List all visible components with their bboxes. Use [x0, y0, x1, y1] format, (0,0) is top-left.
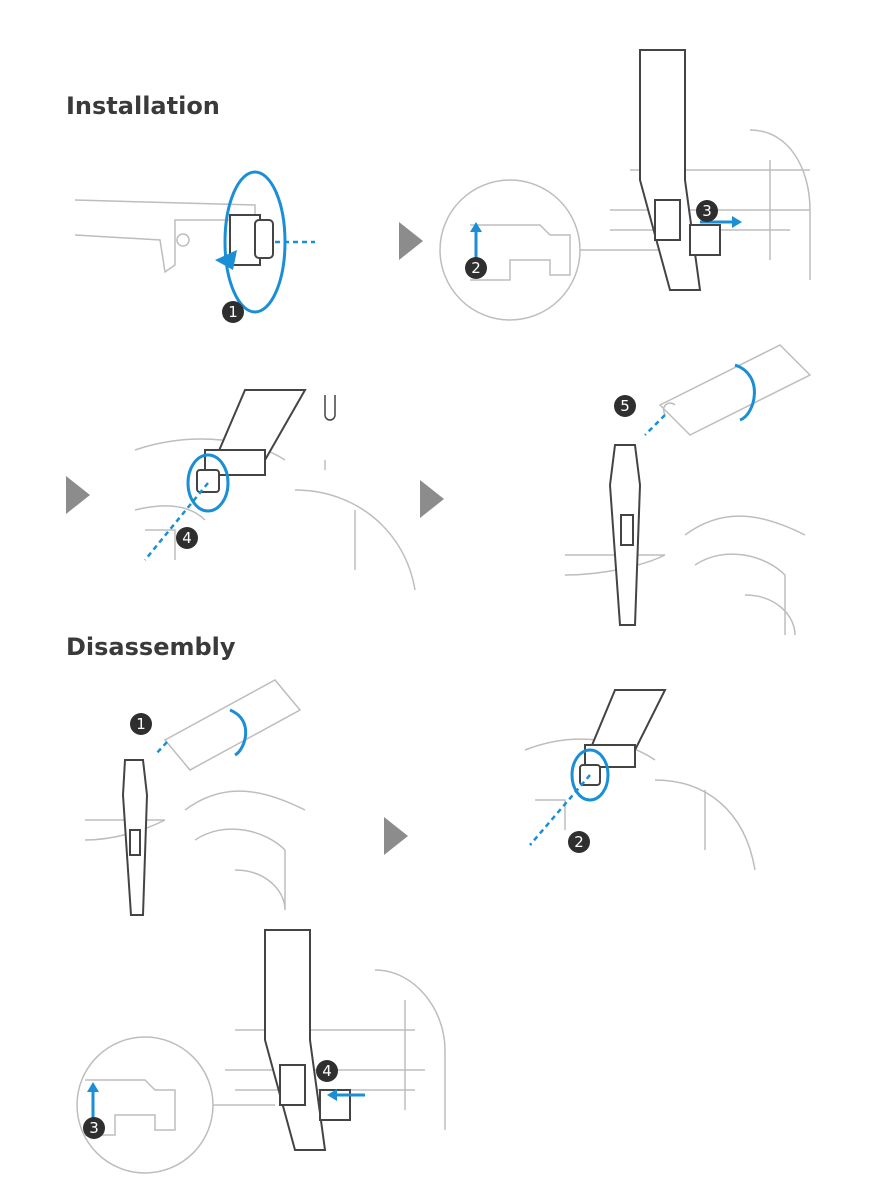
- disassembly-step-3-4-illustration: [76, 929, 446, 1174]
- step-badge: 1: [130, 713, 152, 735]
- step-badge: 4: [316, 1060, 338, 1082]
- next-step-arrow-icon: [399, 222, 423, 260]
- step-badge: 4: [176, 527, 198, 549]
- next-step-arrow-icon: [66, 476, 90, 514]
- installation-heading: Installation: [66, 92, 220, 120]
- step-badge: 1: [222, 301, 244, 323]
- disassembly-step-1-illustration: [84, 679, 306, 916]
- step-badge: 3: [696, 200, 718, 222]
- next-step-arrow-icon: [420, 480, 444, 518]
- install-step-2-3-illustration: [439, 49, 811, 321]
- step-badge: 2: [568, 831, 590, 853]
- disassembly-step-2-illustration: [524, 689, 756, 871]
- step-badge: 5: [614, 395, 636, 417]
- next-step-arrow-icon: [384, 817, 408, 855]
- install-step-1-illustration: [74, 170, 315, 314]
- install-step-4-illustration: [134, 389, 416, 591]
- disassembly-heading: Disassembly: [66, 633, 236, 661]
- step-badge: 2: [465, 257, 487, 279]
- install-step-5-illustration: [564, 344, 812, 636]
- step-badge: 3: [83, 1117, 105, 1139]
